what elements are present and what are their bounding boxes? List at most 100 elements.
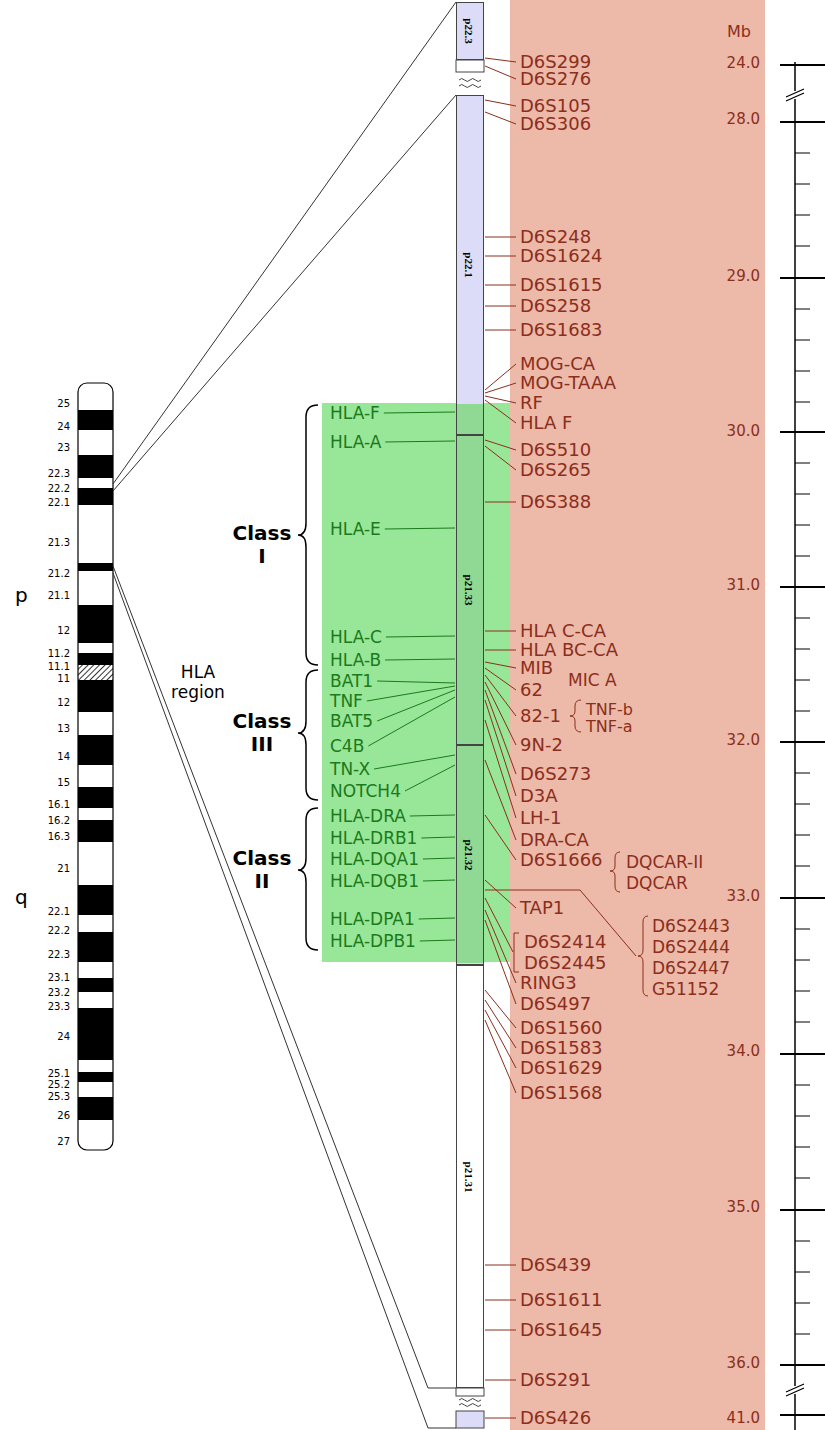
label-slot: p <box>15 585 28 606</box>
band-label: p22.3 <box>463 18 474 43</box>
marker-label: D6S291 <box>520 1371 591 1389</box>
leader-line <box>485 662 516 668</box>
marker-label: D6S248 <box>520 228 591 246</box>
label-slot: 16.1 <box>48 793 70 812</box>
band-label: p21.32 <box>463 840 474 871</box>
band-label: 11.2 <box>48 649 70 659</box>
label-slot: Class II <box>231 847 293 893</box>
text-slot: HLA-DPA1 <box>330 910 415 929</box>
leader-line <box>485 720 516 818</box>
text-slot: LH-1 <box>520 809 562 828</box>
marker-label: D3A <box>520 787 558 805</box>
marker-label: D6S2443 <box>652 918 730 935</box>
text-slot: D6S1666 <box>520 851 603 870</box>
leader-line <box>485 100 516 106</box>
marker-label: D6S276 <box>520 70 591 88</box>
text-slot: D6S388 <box>520 493 591 512</box>
band-label: 23.3 <box>48 1002 70 1012</box>
marker-label: LH-1 <box>520 809 562 827</box>
scale-value: 34.0 <box>727 1044 760 1059</box>
band-label: 25.1 <box>48 1069 70 1079</box>
leader-line <box>485 1020 516 1093</box>
text-slot: D6S258 <box>520 297 591 316</box>
leader-line <box>377 690 455 721</box>
text-slot: MIB <box>520 659 553 678</box>
marker-label: D6S1624 <box>520 247 603 265</box>
marker-label: D6S1568 <box>520 1084 603 1102</box>
band-label: 21.1 <box>48 591 70 601</box>
leader-line <box>485 1380 516 1381</box>
text-slot: D6S265 <box>520 461 591 480</box>
scale-value: 31.0 <box>727 578 760 593</box>
marker-label: HLA F <box>520 414 572 432</box>
band-label: 16.3 <box>48 832 70 842</box>
text-slot: MOG-TAAA <box>520 374 616 393</box>
leader-line <box>385 441 455 442</box>
text-slot: D6S1568 <box>520 1084 603 1103</box>
text-slot: HLA-DQA1 <box>330 850 419 869</box>
leader-line <box>377 681 455 683</box>
text-slot: p22.1 <box>461 252 480 277</box>
band-label: p21.31 <box>463 1161 474 1192</box>
band-label: 22.3 <box>48 950 70 960</box>
leader-line <box>410 815 455 816</box>
band-label: 24 <box>57 422 70 432</box>
leader-line <box>368 697 455 746</box>
arm-label: q <box>15 887 28 907</box>
band-label: p22.1 <box>463 252 474 277</box>
marker-label: 62 <box>520 681 543 699</box>
leader-line <box>485 364 516 390</box>
leader-line <box>485 690 516 774</box>
label-slot: 15 <box>57 771 70 790</box>
label-slot: 27 <box>57 1130 70 1149</box>
gene-label: TNF <box>330 693 363 710</box>
text-slot: HLA-DQB1 <box>330 872 419 891</box>
text-slot: D6S426 <box>520 1409 591 1428</box>
marker-label: TAP1 <box>520 899 564 917</box>
leader-line <box>385 528 455 529</box>
text-slot: DQCAR <box>626 874 688 893</box>
marker-label: D6S1683 <box>520 321 603 339</box>
band-label: 11 <box>57 674 70 684</box>
text-slot: DQCAR-II <box>626 853 703 872</box>
text-slot: D6S1560 <box>520 1019 603 1038</box>
gene-label: HLA-DRA <box>330 808 406 825</box>
marker-label: HLA BC-CA <box>520 641 618 659</box>
marker-label: D6S265 <box>520 461 591 479</box>
text-slot: NOTCH4 <box>330 782 401 801</box>
text-slot: HLA BC-CA <box>520 641 618 660</box>
gene-label: HLA-DRB1 <box>330 830 417 847</box>
text-slot: 31.0 <box>727 575 760 594</box>
scale-value: 33.0 <box>727 889 760 904</box>
band-label: 14 <box>57 752 70 762</box>
bar-breaks <box>456 60 484 1428</box>
band-label: 26 <box>57 1111 70 1121</box>
gene-label: C4B <box>330 738 364 755</box>
scale-value: 28.0 <box>727 112 760 127</box>
text-slot: D6S291 <box>520 1371 591 1390</box>
leader-line <box>419 918 455 919</box>
band-label: 25 <box>57 399 70 409</box>
text-slot: 34.0 <box>727 1041 760 1060</box>
band-label: 11.1 <box>48 662 70 672</box>
label-slot: 22.3 <box>48 943 70 962</box>
class-label: Class I <box>231 522 293 568</box>
marker-label: D6S510 <box>520 441 591 459</box>
text-slot: D6S497 <box>520 995 591 1014</box>
scale-value: 41.0 <box>727 1411 760 1426</box>
scale-value: 36.0 <box>727 1356 760 1371</box>
text-slot: HLA-DRB1 <box>330 829 417 848</box>
band-label: 12 <box>57 698 70 708</box>
region-label: HLA region <box>158 662 238 703</box>
marker-label: D6S497 <box>520 995 591 1013</box>
label-slot: 12 <box>57 691 70 710</box>
marker-label: D6S1611 <box>520 1291 603 1309</box>
text-slot: G51152 <box>652 980 719 999</box>
leader-line <box>386 636 455 637</box>
text-slot: HLA-DRA <box>330 807 406 826</box>
label-slot: 24 <box>57 1025 70 1044</box>
label-slot: 14 <box>57 745 70 764</box>
marker-label: DQCAR-II <box>626 854 703 871</box>
text-slot: HLA-DPB1 <box>330 932 416 951</box>
